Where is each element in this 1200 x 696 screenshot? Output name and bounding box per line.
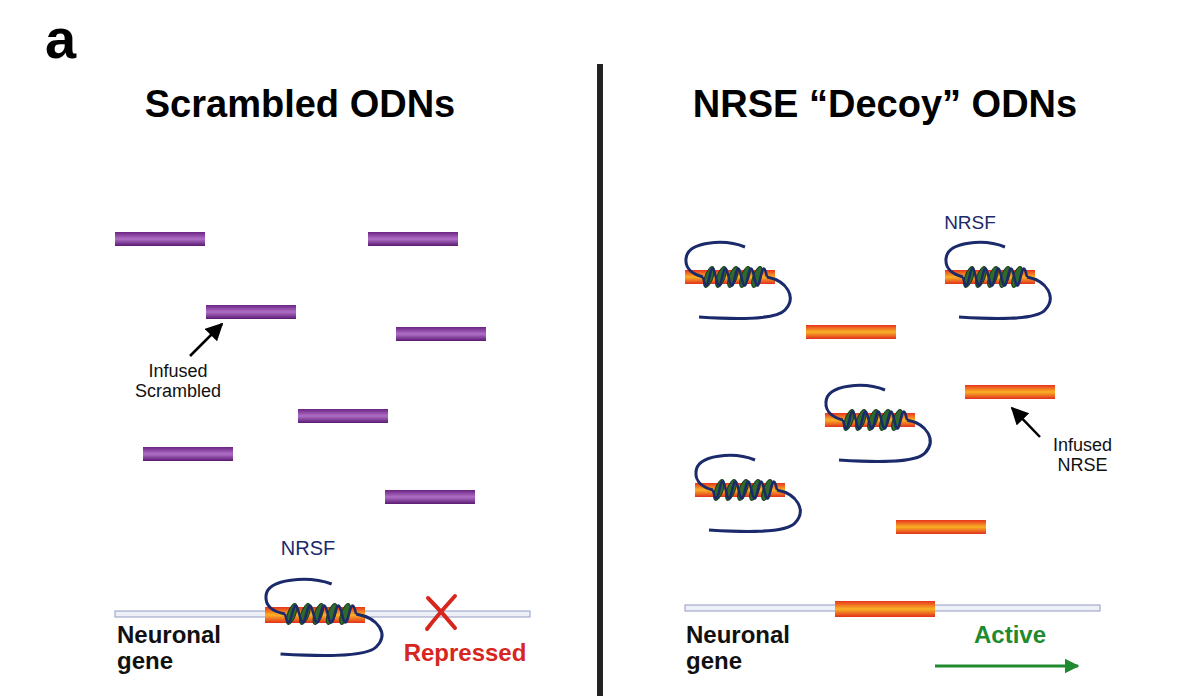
nrsf-protein <box>826 386 930 462</box>
scrambled-odn <box>396 327 486 341</box>
scrambled-odn <box>143 447 233 461</box>
nrsf-protein <box>686 243 790 319</box>
protein-label: NRSF <box>938 213 1002 234</box>
nrsf-protein <box>696 456 800 532</box>
leader-arrow <box>190 324 222 356</box>
protein-label: NRSF <box>276 537 340 559</box>
repressed-cross <box>427 596 455 629</box>
nrse-element <box>965 385 1055 399</box>
scrambled-odn <box>115 232 205 246</box>
panel-divider <box>597 64 603 696</box>
panel-title: Scrambled ODNs <box>60 84 540 126</box>
state-label: Repressed <box>398 640 532 666</box>
scrambled-odn <box>368 232 458 246</box>
nrsf-protein <box>946 243 1050 319</box>
scrambled-odn <box>385 490 475 504</box>
nrse-element <box>835 601 935 617</box>
active-arrow <box>935 665 1078 668</box>
panel-title: NRSE “Decoy” ODNs <box>645 84 1125 126</box>
nrse-element <box>896 520 986 534</box>
nrse-element <box>806 325 896 339</box>
scrambled-odn <box>298 409 388 423</box>
gene-label: Neuronal gene <box>117 622 242 675</box>
gene-label: Neuronal gene <box>686 622 811 675</box>
callout-label: Infused Scrambled <box>128 362 228 402</box>
nrsf-protein <box>266 580 382 656</box>
panel-letter: a <box>45 8 115 70</box>
callout-label: Infused NRSE <box>1040 436 1125 476</box>
scrambled-odn <box>206 305 296 319</box>
leader-arrow <box>1012 408 1040 437</box>
state-label: Active <box>958 622 1062 648</box>
